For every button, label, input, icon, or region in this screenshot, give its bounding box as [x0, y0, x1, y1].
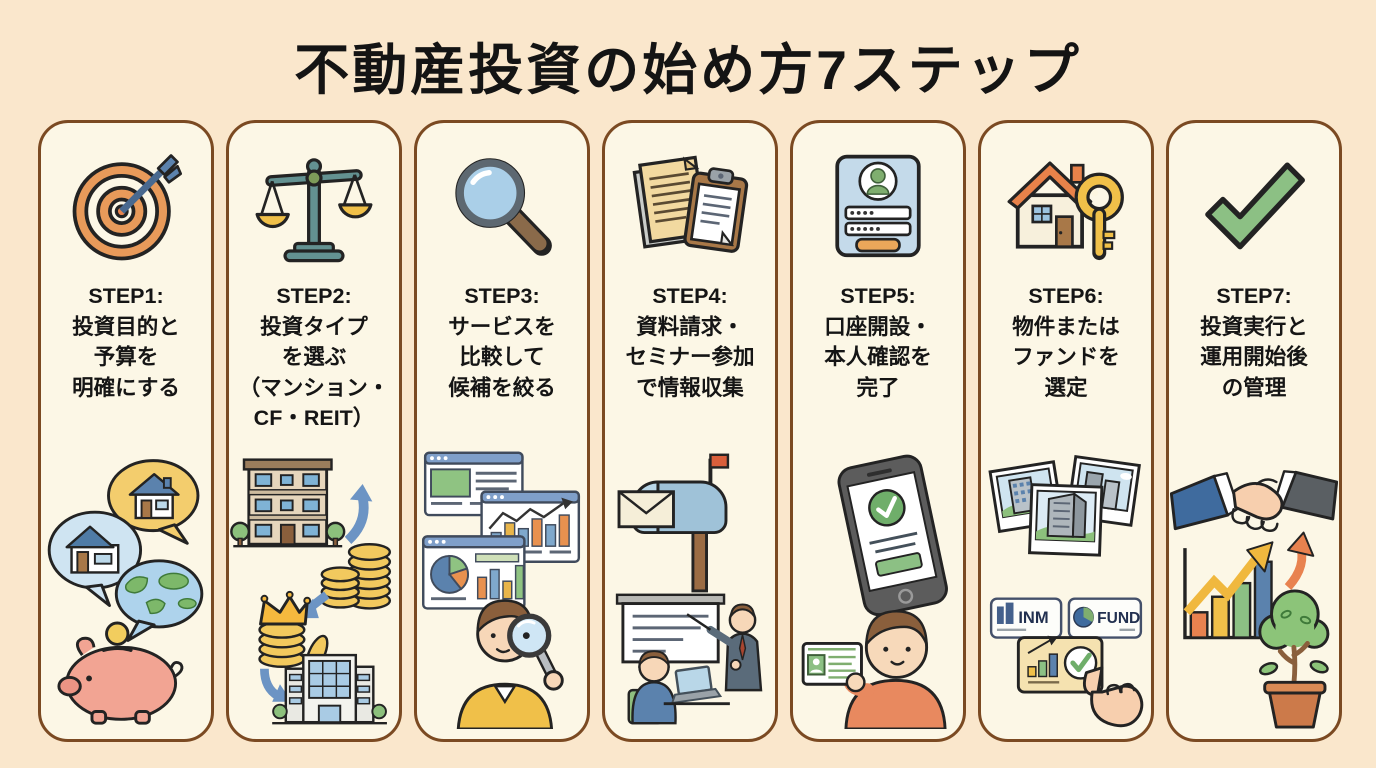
steps-row: STEP1: 投資目的と 予算を 明確にする	[38, 120, 1342, 742]
mailbox	[617, 453, 730, 593]
step-card-1: STEP1: 投資目的と 予算を 明確にする	[38, 120, 214, 742]
balance-scale-icon	[255, 123, 373, 281]
piggy-bank	[57, 636, 184, 725]
target-arrow-icon	[72, 154, 183, 261]
page-title: 不動産投資の始め方7ステップ	[294, 39, 1082, 101]
coin-stacks	[320, 543, 392, 610]
step-card-3: STEP3: サービスを 比較して 候補を絞る	[414, 120, 590, 742]
manage-illustration	[1170, 403, 1338, 739]
inm-logo-text: INM	[1018, 608, 1048, 627]
person-with-magnifier	[456, 599, 564, 729]
signup-form-icon	[819, 123, 937, 281]
seminar-illustration	[606, 403, 774, 739]
step-2-text: STEP2: 投資タイプ を選ぶ （マンション・ CF・REIT）	[238, 284, 390, 431]
step-card-5: STEP5: 口座開設・ 本人確認を 完了	[790, 120, 966, 742]
seminar-scene	[615, 593, 763, 725]
checkmark-icon	[1195, 123, 1313, 281]
select-illustration: INM FUND	[982, 403, 1150, 739]
speech-bubbles-piggy-bank	[47, 459, 204, 725]
kyc-illustration	[794, 403, 962, 739]
house-key-icon	[1007, 161, 1124, 261]
property-photo-3	[1028, 483, 1104, 557]
mailbox-seminar-illustration	[615, 453, 763, 725]
crown-coins	[258, 590, 329, 672]
step-5-text: STEP5: 口座開設・ 本人確認を 完了	[824, 284, 932, 400]
step-card-7: STEP7: 投資実行と 運用開始後 の管理	[1166, 120, 1342, 742]
person-holding-id	[801, 610, 947, 729]
magnifier-icon	[455, 158, 552, 256]
phone-id-person-illustration	[801, 454, 948, 729]
apartment-coins-office-illustration	[230, 458, 392, 725]
apartment-building	[230, 458, 346, 548]
growth-chart	[1183, 531, 1315, 640]
house-key-icon	[1007, 123, 1125, 281]
selection-card	[1016, 635, 1104, 694]
key	[1074, 172, 1124, 261]
step-4-text: STEP4: 資料請求・ セミナー参加 で情報収集	[625, 284, 755, 400]
invest-type-illustration	[230, 434, 398, 739]
inm-chip: INM	[989, 597, 1063, 639]
documents-clipboard-icon	[631, 123, 749, 281]
checkmark-icon	[1205, 162, 1305, 250]
browser-charts-person-illustration	[422, 451, 581, 729]
smartphone	[837, 454, 948, 617]
browser-window-3	[422, 535, 526, 610]
step-card-6: STEP6: 物件または ファンドを 選定	[978, 120, 1154, 742]
handshake-chart-plant-illustration	[1170, 470, 1338, 729]
step-6-text: STEP6: 物件または ファンドを 選定	[1012, 284, 1120, 400]
goal-illustration	[42, 403, 210, 739]
potted-plant	[1258, 589, 1330, 729]
balance-scale-icon	[255, 158, 373, 263]
step-7-text: STEP7: 投資実行と 運用開始後 の管理	[1200, 284, 1308, 400]
pointing-hand	[1082, 666, 1144, 728]
signup-form-icon	[835, 154, 921, 258]
handshake	[1170, 470, 1338, 532]
fund-chip: FUND	[1067, 597, 1143, 639]
magnifier-icon	[443, 123, 561, 281]
compare-illustration	[418, 403, 586, 739]
fund-logo-text: FUND	[1097, 610, 1140, 627]
browser-window-2	[480, 490, 581, 563]
step-1-text: STEP1: 投資目的と 予算を 明確にする	[72, 284, 180, 400]
documents-clipboard-icon	[632, 155, 749, 253]
photos-fund-cards-hand-illustration: INM FUND	[988, 454, 1144, 728]
office-building	[272, 653, 387, 725]
step-3-text: STEP3: サービスを 比較して 候補を絞る	[448, 284, 556, 400]
step-card-2: STEP2: 投資タイプ を選ぶ （マンション・ CF・REIT）	[226, 120, 402, 742]
step-card-4: STEP4: 資料請求・ セミナー参加 で情報収集	[602, 120, 778, 742]
target-arrow-icon	[67, 123, 185, 281]
